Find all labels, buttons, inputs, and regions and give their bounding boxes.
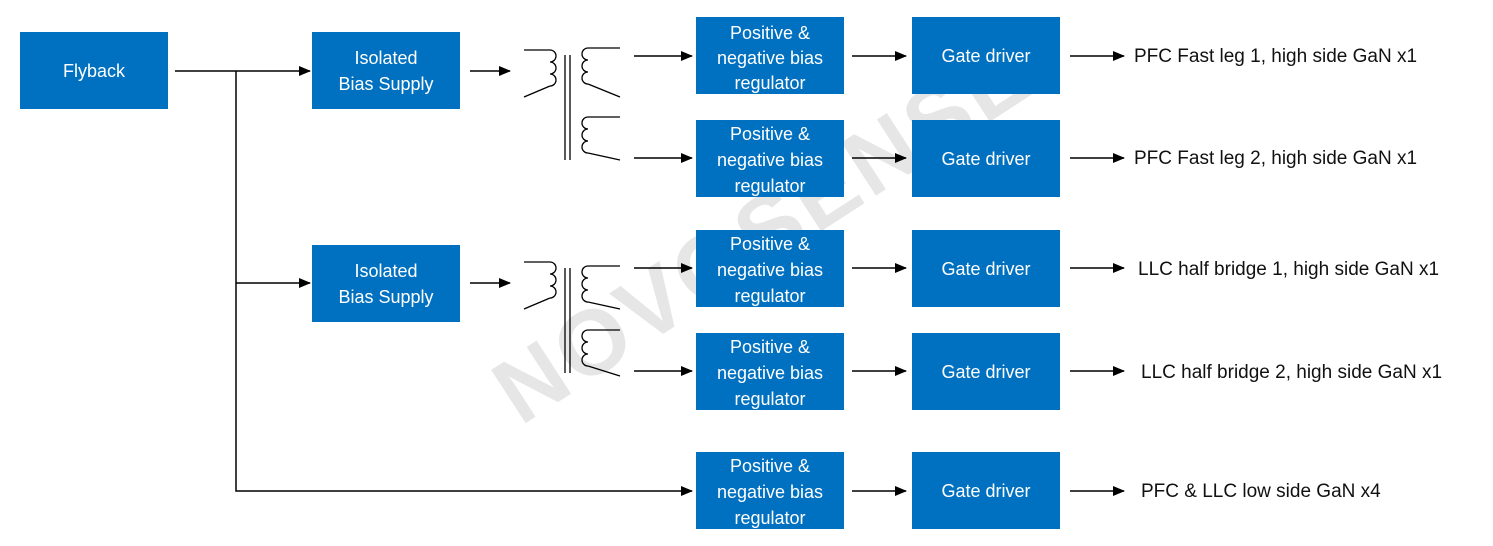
transformer-2-icon (523, 261, 621, 377)
output-label-4: LLC half bridge 2, high side GaN x1 (1141, 362, 1442, 383)
gate-driver-4-label: Gate driver (941, 362, 1030, 382)
regulator-4-line3: regulator (734, 389, 805, 409)
regulator-1-line2: negative bias (717, 48, 823, 68)
flyback-bus-lines (175, 66, 693, 496)
regulator-to-driver-arrows (852, 51, 907, 496)
regulator-1: Positive & negative bias regulator (696, 17, 844, 94)
regulator-5-line3: regulator (734, 508, 805, 528)
regulator-4: Positive & negative bias regulator (696, 333, 844, 410)
regulator-4-line1: Positive & (730, 337, 810, 357)
gate-driver-2-label: Gate driver (941, 149, 1030, 169)
isolated-bias-supply-2: Isolated Bias Supply (312, 245, 460, 322)
regulator-1-line3: regulator (734, 73, 805, 93)
gate-driver-3-label: Gate driver (941, 259, 1030, 279)
regulator-3-line2: negative bias (717, 260, 823, 280)
supply-to-transformer-arrows (470, 66, 511, 288)
flyback-label: Flyback (63, 61, 126, 81)
regulator-5-line1: Positive & (730, 456, 810, 476)
output-label-1: PFC Fast leg 1, high side GaN x1 (1134, 46, 1417, 67)
arrow-flyback-to-regulator-5 (235, 71, 693, 496)
regulator-3-line1: Positive & (730, 234, 810, 254)
regulator-4-line2: negative bias (717, 363, 823, 383)
isolated-supply-2-line2: Bias Supply (338, 287, 433, 307)
output-label-3: LLC half bridge 1, high side GaN x1 (1138, 259, 1439, 280)
gate-driver-5: Gate driver (912, 452, 1060, 529)
driver-to-output-arrows (1070, 51, 1125, 496)
regulator-2-line1: Positive & (730, 124, 810, 144)
isolated-supply-2-line1: Isolated (354, 261, 417, 281)
regulator-2-line2: negative bias (717, 150, 823, 170)
output-label-2: PFC Fast leg 2, high side GaN x1 (1134, 148, 1417, 169)
gate-driver-4: Gate driver (912, 333, 1060, 410)
regulator-1-line1: Positive & (730, 23, 810, 43)
output-label-5: PFC & LLC low side GaN x4 (1141, 481, 1381, 502)
gate-driver-5-label: Gate driver (941, 481, 1030, 501)
gate-driver-2: Gate driver (912, 120, 1060, 197)
transformer-to-regulator-arrows (634, 51, 693, 376)
flyback-block: Flyback (20, 32, 168, 109)
gate-driver-3: Gate driver (912, 230, 1060, 307)
gate-driver-1-label: Gate driver (941, 46, 1030, 66)
regulator-2-line3: regulator (734, 176, 805, 196)
regulator-5: Positive & negative bias regulator (696, 452, 844, 529)
regulator-5-line2: negative bias (717, 482, 823, 502)
regulator-2: Positive & negative bias regulator (696, 120, 844, 197)
regulator-3-line3: regulator (734, 286, 805, 306)
isolated-supply-1-line2: Bias Supply (338, 74, 433, 94)
gate-driver-1: Gate driver (912, 17, 1060, 94)
isolated-supply-1-line1: Isolated (354, 48, 417, 68)
regulator-3: Positive & negative bias regulator (696, 230, 844, 307)
isolated-bias-supply-1: Isolated Bias Supply (312, 32, 460, 109)
transformer-1-icon (523, 47, 621, 161)
